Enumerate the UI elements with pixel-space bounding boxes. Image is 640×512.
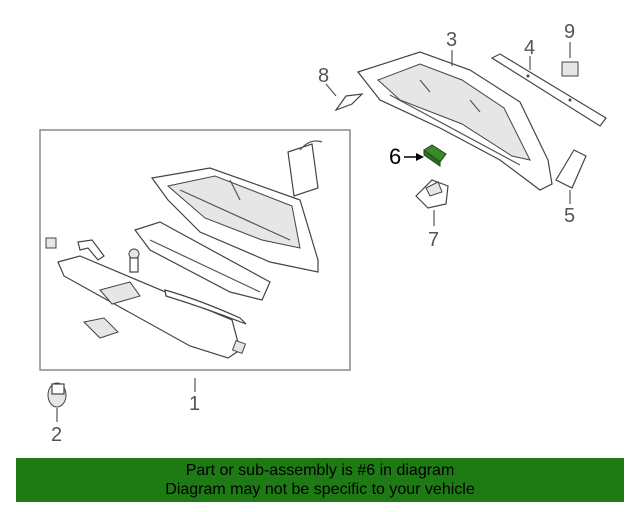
bumper-part xyxy=(231,339,247,355)
latch-part xyxy=(82,317,119,339)
damper-part xyxy=(47,382,67,408)
callout-4: 4 xyxy=(524,37,535,59)
bumper-stop-part xyxy=(334,93,364,112)
screw-part xyxy=(128,248,140,273)
door-strip xyxy=(164,289,247,325)
callout-8: 8 xyxy=(318,65,329,87)
cap-part xyxy=(561,61,579,77)
bracket-part xyxy=(555,149,587,189)
callout-7: 7 xyxy=(428,229,439,251)
callout-5: 5 xyxy=(564,205,575,227)
rail-part xyxy=(490,53,607,127)
highlighted-part-6 xyxy=(423,144,447,167)
bin-label xyxy=(287,140,323,197)
assembly-frame xyxy=(39,129,351,371)
banner-line-1: Part or sub-assembly is #6 in diagram xyxy=(185,462,455,479)
callout-9: 9 xyxy=(564,21,575,43)
glove-box-liner xyxy=(134,221,271,301)
callout-1: 1 xyxy=(189,393,200,415)
banner-line-2: Diagram may not be specific to your vehi… xyxy=(165,481,475,498)
striker-part xyxy=(415,179,449,209)
info-banner: Part or sub-assembly is #6 in diagram Di… xyxy=(16,458,624,502)
glove-box-door xyxy=(57,255,241,359)
clip-part xyxy=(45,237,57,249)
parts-diagram: 1 2 3 4 5 6 7 xyxy=(39,21,607,446)
callout-6-arrowhead xyxy=(416,153,424,161)
upper-housing xyxy=(356,51,553,191)
hinge-part xyxy=(77,239,105,261)
callout-2: 2 xyxy=(51,424,62,446)
callout-6: 6 xyxy=(389,144,401,169)
glove-box-bin xyxy=(150,167,319,273)
callout-3: 3 xyxy=(446,29,457,51)
